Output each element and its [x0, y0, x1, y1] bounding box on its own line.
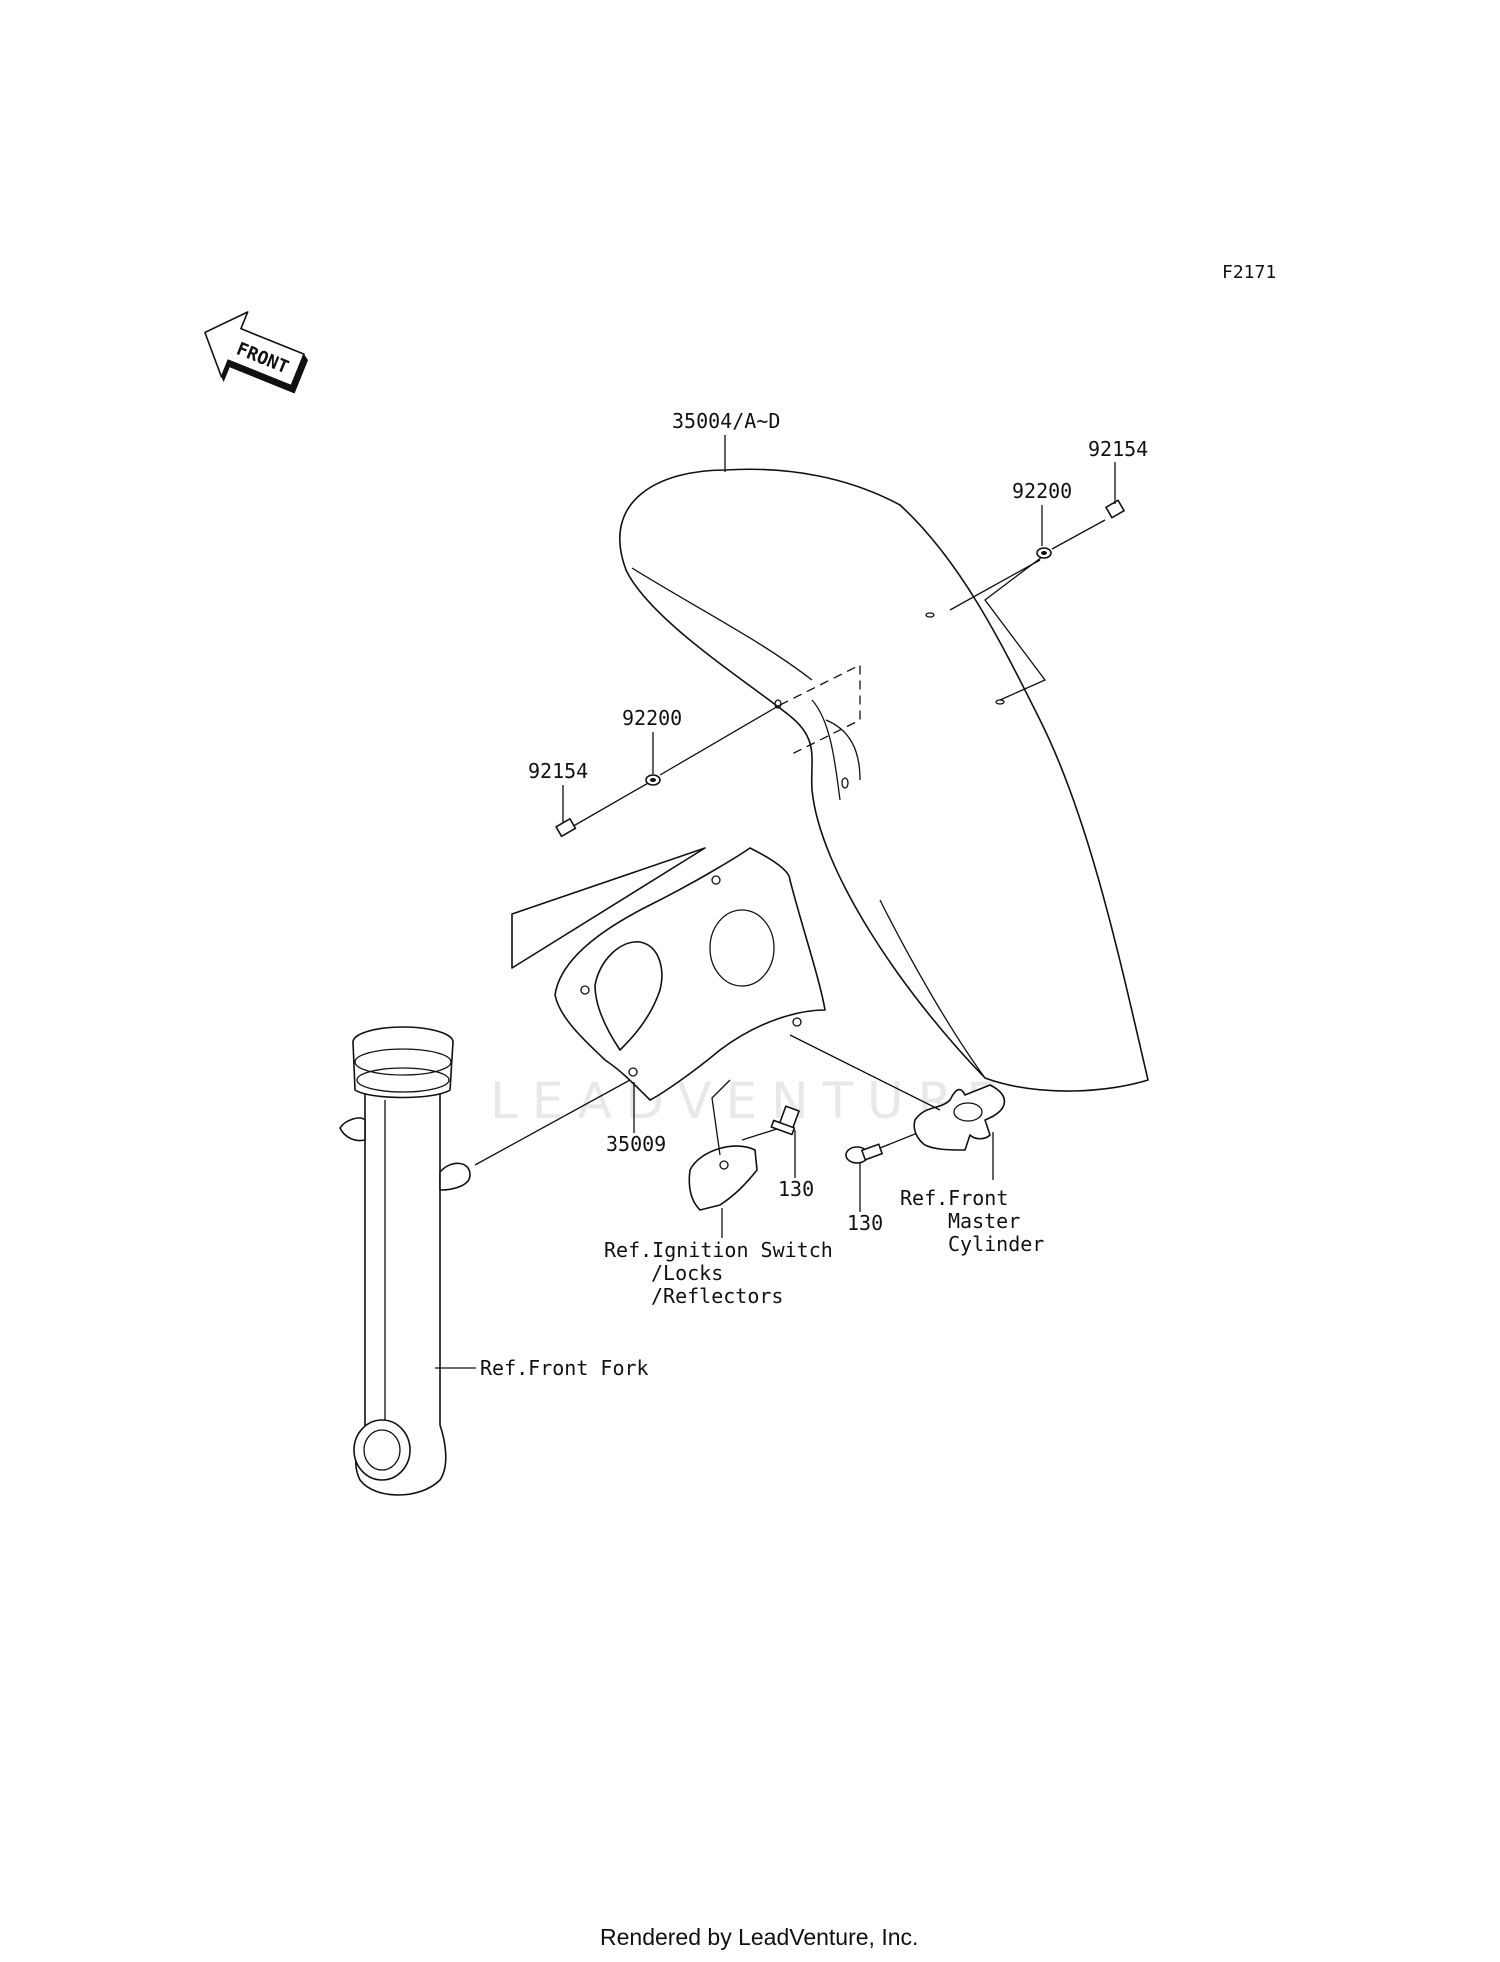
front-fender — [619, 468, 1149, 1092]
ref-ignition-line1: Ref.Ignition Switch — [604, 1238, 833, 1262]
ref-front-fork: Ref.Front Fork — [480, 1356, 649, 1380]
bolt-130-center-icon — [770, 1105, 800, 1136]
part-label-washer-top-right: 92200 — [1012, 479, 1072, 503]
bolt-92154-left-icon — [555, 818, 577, 838]
front-direction-arrow-icon: FRONT — [204, 311, 309, 394]
part-label-washer-left: 92200 — [622, 706, 682, 730]
part-label-bolt-left: 92154 — [528, 759, 588, 783]
front-fork — [339, 1026, 471, 1496]
bolt-130-right-icon — [845, 1143, 883, 1164]
washer-92200-right-icon — [1036, 547, 1052, 559]
bolt-92154-right-icon — [1105, 499, 1125, 519]
part-label-bolt-top-right: 92154 — [1088, 437, 1148, 461]
part-label-bolt-center: 130 — [778, 1177, 814, 1201]
ignition-mount-bracket — [688, 1145, 758, 1211]
washer-92200-left-icon — [645, 774, 661, 786]
ignition-bracket-leader — [711, 1079, 731, 1156]
watermark: LEADVENTURE — [490, 1072, 1012, 1130]
diagram-code: F2171 — [1222, 262, 1276, 283]
ref-master-cylinder-line3: Cylinder — [948, 1232, 1044, 1256]
footer-credit: Rendered by LeadVenture, Inc. — [600, 1924, 918, 1950]
master-cylinder-clamp — [913, 1084, 1006, 1151]
ref-ignition-line2: /Locks — [651, 1261, 723, 1285]
fender-bracket — [511, 847, 826, 1101]
fender-left-mount-dash — [779, 663, 861, 756]
ref-master-cylinder-line2: Master — [948, 1209, 1020, 1233]
fender-right-mount-leader — [984, 556, 1047, 701]
fork-to-bracket-leader — [474, 1079, 631, 1166]
part-label-bolt-right: 130 — [847, 1211, 883, 1235]
part-label-bracket: 35009 — [606, 1132, 666, 1156]
ref-master-cylinder-line1: Ref.Front — [900, 1186, 1008, 1210]
part-label-fender: 35004/A~D — [672, 409, 780, 433]
ref-ignition-line3: /Reflectors — [651, 1284, 783, 1308]
